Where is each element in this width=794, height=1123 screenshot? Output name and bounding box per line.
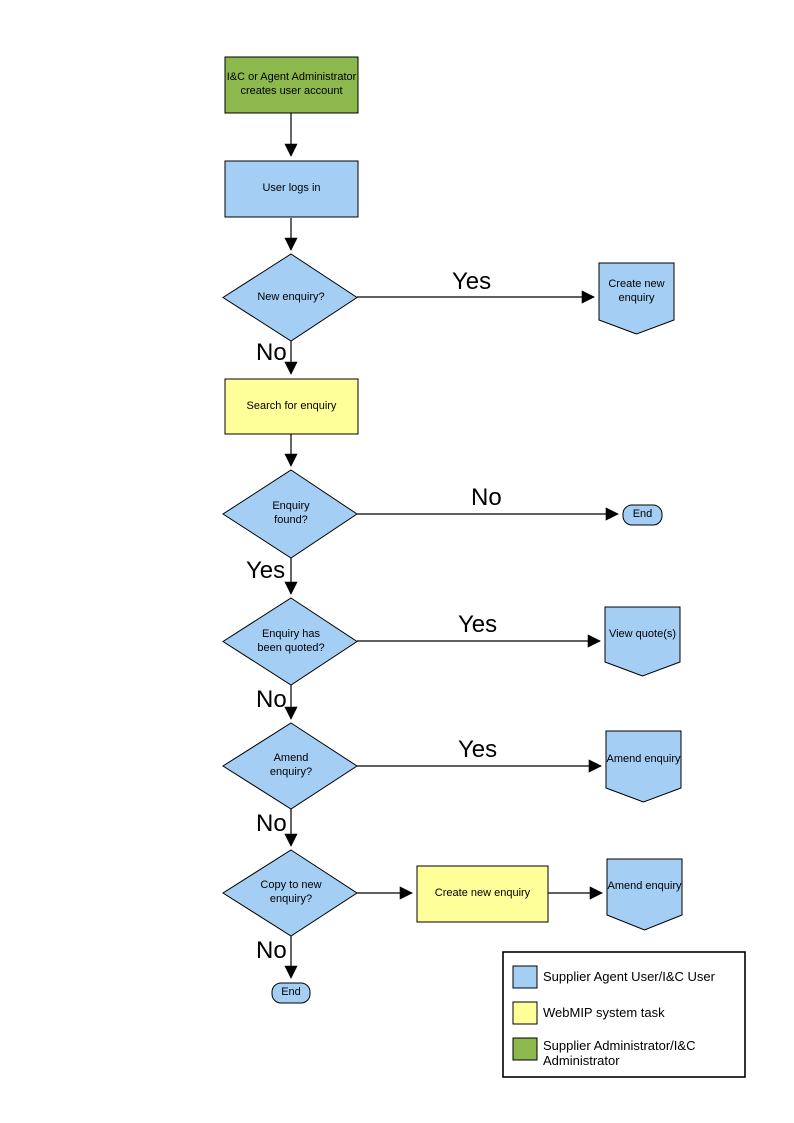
decision-enquiry-found xyxy=(222,469,358,559)
legend-box xyxy=(502,951,746,1078)
decision-amend-enquiry xyxy=(222,722,358,810)
decision-enquiry-quoted xyxy=(222,597,358,686)
terminator-end-right xyxy=(622,504,663,526)
nodes-group xyxy=(222,56,683,1004)
legend-swatch-system-yellow xyxy=(512,1001,538,1025)
terminator-end-bottom xyxy=(271,982,311,1004)
legend-group xyxy=(502,951,746,1078)
process-user-logs-in xyxy=(224,160,359,218)
offpage-amend-enquiry-1 xyxy=(605,730,682,803)
process-search-for-enquiry xyxy=(224,378,359,435)
decision-copy-to-new-enquiry xyxy=(222,849,358,937)
offpage-amend-enquiry-2 xyxy=(606,858,683,931)
offpage-create-new-enquiry xyxy=(598,262,675,335)
process-create-new-enquiry xyxy=(416,865,549,923)
decision-new-enquiry xyxy=(222,253,358,342)
legend-swatch-actor-blue xyxy=(512,965,538,989)
process-create-account xyxy=(224,56,359,114)
legend-swatch-admin-green xyxy=(512,1037,538,1061)
edges-group xyxy=(284,113,619,979)
offpage-view-quotes xyxy=(604,606,681,677)
